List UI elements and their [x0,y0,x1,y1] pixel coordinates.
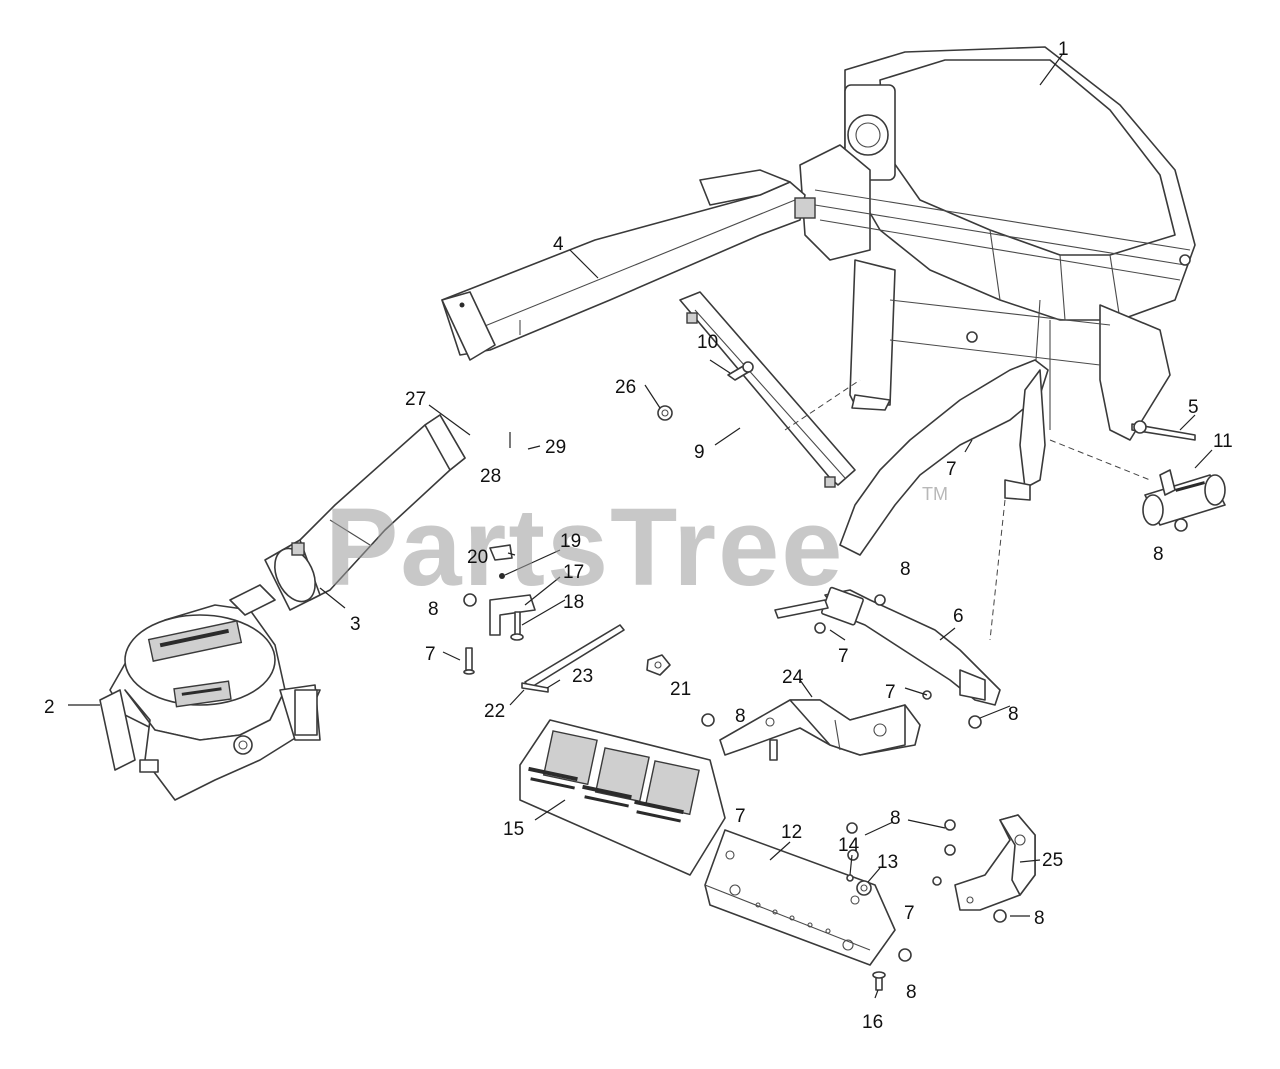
callout-3[interactable]: 3 [350,614,361,635]
part-25-bracket[interactable] [954,814,1036,911]
callout-7f[interactable]: 7 [904,903,915,924]
part-10-bolt[interactable] [727,361,754,381]
part-15-decal-panel[interactable] [519,719,726,876]
watermark-brand: PartsTree [325,486,844,609]
part-6-tow-bar[interactable] [774,586,1001,706]
part-22-23-rod[interactable] [521,624,625,693]
part-21-nut[interactable] [646,654,671,676]
callout-13[interactable]: 13 [877,852,898,873]
callout-8c[interactable]: 8 [428,599,439,620]
hardware-7-and-8 [463,331,1188,962]
part-19-washer[interactable] [499,573,505,579]
callout-labels: 1 2 3 4 5 6 7 7 7 7 7 7 8 8 8 8 8 8 8 8 … [44,39,1233,1033]
callout-16[interactable]: 16 [862,1012,883,1033]
part-26-nut[interactable] [657,405,673,421]
callout-1[interactable]: 1 [1058,39,1069,60]
callout-5[interactable]: 5 [1188,397,1199,418]
callout-21[interactable]: 21 [670,679,691,700]
part-4-upper-hose[interactable] [441,169,816,361]
callout-7e[interactable]: 7 [735,806,746,827]
callout-2[interactable]: 2 [44,697,55,718]
callout-24[interactable]: 24 [782,667,804,688]
callout-9[interactable]: 9 [694,442,705,463]
callout-8f[interactable]: 8 [890,808,901,829]
callout-11[interactable]: 11 [1213,431,1233,452]
callout-29[interactable]: 29 [545,437,566,458]
callout-8a[interactable]: 8 [1153,544,1164,565]
watermark-trademark: TM [922,484,948,504]
callout-8b[interactable]: 8 [900,559,911,580]
part-13-14-hardware[interactable] [846,874,872,896]
callout-12[interactable]: 12 [781,822,802,843]
callout-7b[interactable]: 7 [425,644,436,665]
callout-8g[interactable]: 8 [1034,908,1045,929]
callout-28[interactable]: 28 [480,466,501,487]
part-5-pin[interactable] [1131,420,1196,441]
callout-15[interactable]: 15 [503,819,524,840]
callout-4[interactable]: 4 [553,234,564,255]
callout-25[interactable]: 25 [1042,850,1063,871]
callout-7d[interactable]: 7 [885,682,896,703]
callout-6[interactable]: 6 [953,606,964,627]
part-16-bolt[interactable] [872,971,886,991]
partstree-watermark: PartsTree TM [325,484,948,609]
part-11-hitch-tube[interactable] [1142,469,1226,526]
callout-23[interactable]: 23 [572,666,593,687]
callout-22[interactable]: 22 [484,701,505,722]
part-2-blower[interactable] [99,584,321,801]
callout-8e[interactable]: 8 [735,706,746,727]
callout-10[interactable]: 10 [697,332,718,353]
callout-26[interactable]: 26 [615,377,636,398]
leader-lines [68,54,1213,999]
part-18-bolt[interactable] [510,611,524,641]
callout-18[interactable]: 18 [563,592,584,613]
part-17-bracket[interactable] [489,594,536,636]
callout-27[interactable]: 27 [405,389,426,410]
part-20-clip[interactable] [489,544,513,561]
part-1-hopper[interactable] [799,46,1196,451]
part-6-lift-frame[interactable] [839,359,1151,641]
callout-7c[interactable]: 7 [838,646,849,667]
part-12-mount-plate[interactable] [704,829,896,966]
callout-19[interactable]: 19 [560,531,581,552]
part-24-bracket[interactable] [719,699,921,756]
callout-14[interactable]: 14 [838,835,860,856]
callout-7a[interactable]: 7 [946,459,957,480]
callout-17[interactable]: 17 [563,562,584,583]
callout-20[interactable]: 20 [467,547,488,568]
part-3-lower-hose[interactable] [264,414,466,611]
callout-8h[interactable]: 8 [906,982,917,1003]
part-9-mount-bar[interactable] [679,291,861,488]
callout-8d[interactable]: 8 [1008,704,1019,725]
